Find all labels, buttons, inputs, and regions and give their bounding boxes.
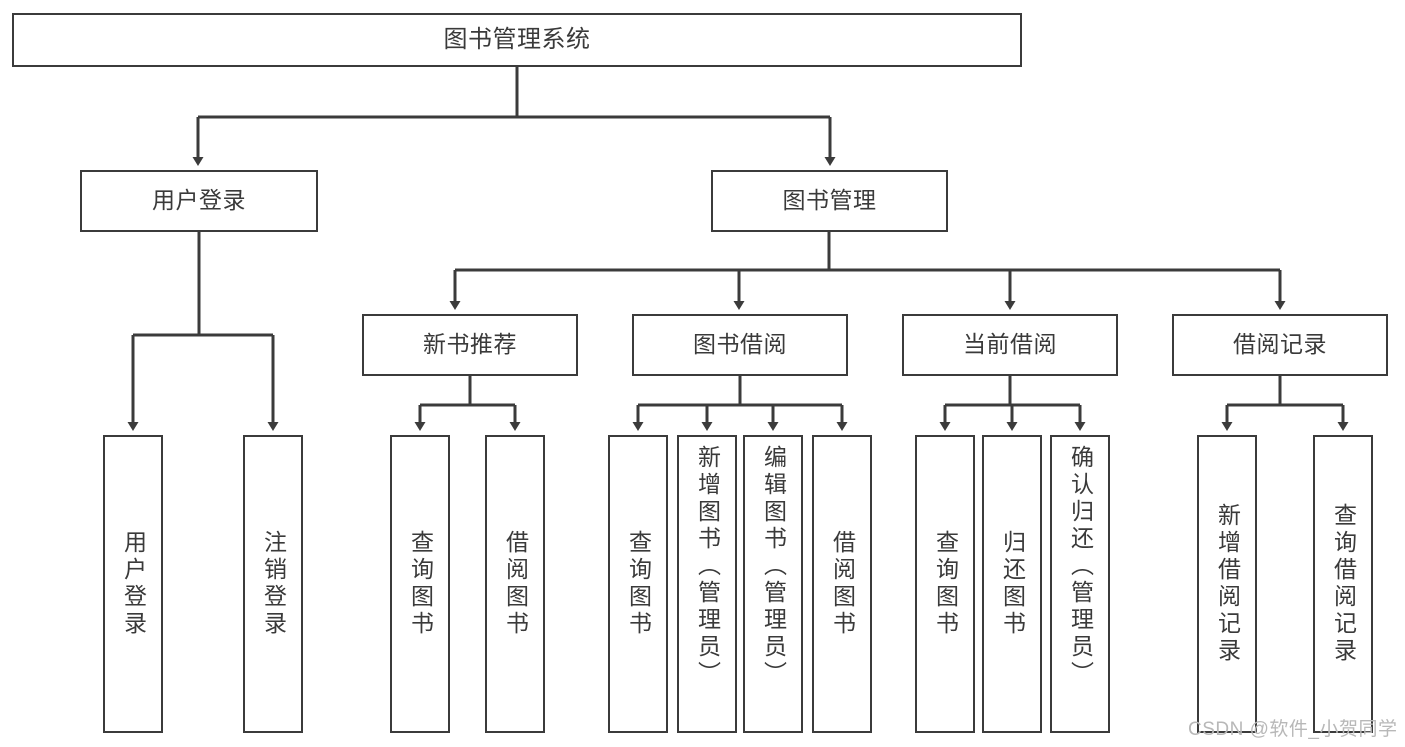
leaf-current-query-book[interactable]: 查询图书	[915, 435, 975, 733]
leaf-borrow-book[interactable]: 借阅图书	[812, 435, 872, 733]
leaf-recommend-borrow-book-label: 借阅图书	[502, 530, 529, 638]
leaf-confirm-return-admin[interactable]: 确认归还（管理员）	[1050, 435, 1110, 733]
node-borrow-records[interactable]: 借阅记录	[1172, 314, 1388, 376]
leaf-add-book-admin-label: 新增图书（管理员）	[694, 445, 721, 688]
leaf-query-borrow-record-label: 查询借阅记录	[1330, 503, 1357, 665]
node-book-borrow-label: 图书借阅	[693, 331, 787, 358]
leaf-borrow-query-book-label: 查询图书	[625, 530, 652, 638]
leaf-user-logout-label: 注销登录	[260, 530, 287, 638]
leaf-user-login[interactable]: 用户登录	[103, 435, 163, 733]
node-book-management[interactable]: 图书管理	[711, 170, 948, 232]
leaf-add-borrow-record-label: 新增借阅记录	[1214, 503, 1241, 665]
leaf-add-book-admin[interactable]: 新增图书（管理员）	[677, 435, 737, 733]
leaf-recommend-query-book[interactable]: 查询图书	[390, 435, 450, 733]
watermark: CSDN @软件_小贺同学	[1188, 719, 1398, 740]
leaf-query-borrow-record[interactable]: 查询借阅记录	[1313, 435, 1373, 733]
node-user-login[interactable]: 用户登录	[80, 170, 318, 232]
leaf-return-book-label: 归还图书	[999, 530, 1026, 638]
leaf-user-login-label: 用户登录	[120, 530, 147, 638]
node-root[interactable]: 图书管理系统	[12, 13, 1022, 67]
leaf-recommend-borrow-book[interactable]: 借阅图书	[485, 435, 545, 733]
leaf-return-book[interactable]: 归还图书	[982, 435, 1042, 733]
node-root-label: 图书管理系统	[443, 25, 591, 53]
node-new-book-recommend[interactable]: 新书推荐	[362, 314, 578, 376]
node-user-login-label: 用户登录	[152, 187, 246, 214]
node-new-book-recommend-label: 新书推荐	[423, 331, 517, 358]
leaf-current-query-book-label: 查询图书	[932, 530, 959, 638]
node-book-management-label: 图书管理	[782, 187, 877, 214]
leaf-add-borrow-record[interactable]: 新增借阅记录	[1197, 435, 1257, 733]
node-borrow-records-label: 借阅记录	[1233, 331, 1327, 358]
leaf-borrow-query-book[interactable]: 查询图书	[608, 435, 668, 733]
leaf-borrow-book-label: 借阅图书	[829, 530, 856, 638]
leaf-edit-book-admin[interactable]: 编辑图书（管理员）	[743, 435, 803, 733]
node-current-borrow[interactable]: 当前借阅	[902, 314, 1118, 376]
leaf-recommend-query-book-label: 查询图书	[407, 530, 434, 638]
leaf-user-logout[interactable]: 注销登录	[243, 435, 303, 733]
node-current-borrow-label: 当前借阅	[963, 331, 1057, 358]
leaf-edit-book-admin-label: 编辑图书（管理员）	[760, 445, 787, 688]
node-book-borrow[interactable]: 图书借阅	[632, 314, 848, 376]
leaf-confirm-return-admin-label: 确认归还（管理员）	[1067, 445, 1094, 688]
